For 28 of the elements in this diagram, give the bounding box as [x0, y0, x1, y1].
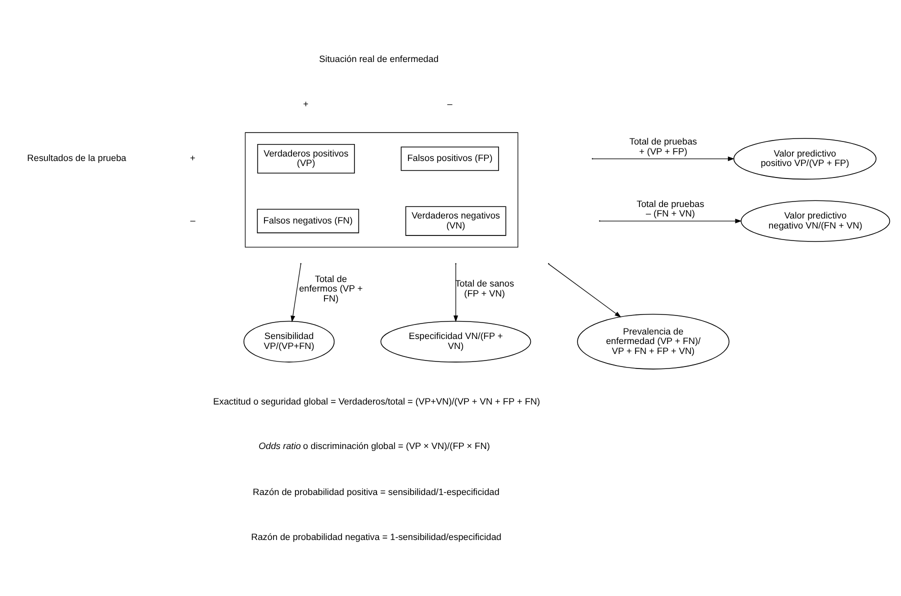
label: Resultados de la prueba	[27, 152, 126, 163]
node-ellipse: Sensibilidad VP/(VP+FN)	[243, 320, 335, 362]
edge-label: Total de pruebas + (VP + FP)	[629, 136, 698, 156]
label: –	[447, 98, 452, 108]
label: Exactitud o seguridad global = Verdaderos/total = (VP+VN)/(VP + VN + FP + FN)	[213, 396, 540, 406]
arrow	[453, 263, 458, 322]
node-ellipse: Especificidad VN/(FP + VN)	[380, 320, 532, 362]
node-box: Verdaderos negativos (VN)	[405, 206, 506, 236]
node-ellipse: Valor predictivo positivo VP/(VP + FP)	[733, 137, 876, 180]
label: Razón de probabilidad negativa = 1-sensibilidad/especificidad	[251, 532, 502, 542]
edge-label: Total de pruebas – (FN + VN)	[636, 198, 704, 218]
node-ellipse: Valor predictivo negativo VN/(FN + VN)	[740, 200, 890, 242]
arrow	[290, 263, 302, 322]
label: +	[190, 152, 196, 163]
cluster	[244, 132, 518, 248]
label: –	[190, 214, 196, 225]
label: +	[303, 98, 308, 108]
edge-label: Total de enfermos (VP + FN)	[299, 273, 363, 303]
label: Razón de probabilidad positiva = sensibilidad/1-especificidad	[252, 486, 500, 496]
arrow	[548, 263, 622, 317]
label: Situación real de enfermedad	[319, 53, 439, 64]
label: Odds ratio o discriminación global = (VP × VN)/(FP × FN)	[258, 440, 490, 451]
node-box: Falsos negativos (FN)	[256, 208, 360, 233]
arrow	[592, 156, 734, 161]
arrow	[600, 218, 742, 223]
node-ellipse: Prevalencia de enfermedad (VP + FN)/ VP + FN + FP + VN)	[577, 313, 730, 369]
node-box: Verdaderos positivos (VP)	[257, 144, 355, 174]
node-box: Falsos positivos (FP)	[400, 146, 499, 170]
